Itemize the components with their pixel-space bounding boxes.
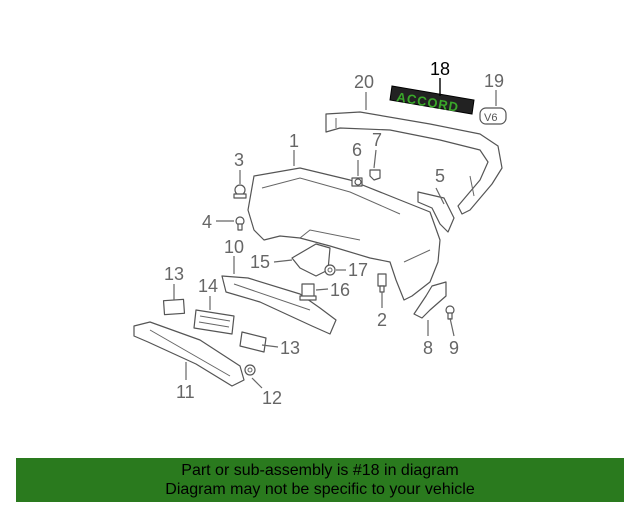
callout-20: 20 [354,72,374,92]
badge-v6: V6 [479,107,507,125]
badge-text: V6 [484,112,497,124]
clip-2 [377,273,387,293]
callout-19: 19 [484,71,504,91]
callout-4: 4 [202,212,212,232]
nut-12 [244,364,256,376]
bolt-6 [351,177,363,187]
callout-8: 8 [423,338,433,358]
callout-10: 10 [224,237,244,257]
callout-1: 1 [289,131,299,151]
lower-bracket [221,275,337,335]
callout-5: 5 [435,166,445,186]
callout-9: 9 [449,338,459,358]
callout-6: 6 [352,140,362,160]
reinforcement-beam [325,111,503,215]
callout-3: 3 [234,150,244,170]
side-bracket [417,191,455,233]
callout-13-lower: 13 [280,338,300,358]
spacer-lower [239,331,267,353]
small-bracket [291,243,331,277]
emblem-accord: ACCORD [389,85,475,115]
clip-16 [299,283,317,301]
callout-12: 12 [262,388,282,408]
callout-13-upper: 13 [164,264,184,284]
callout-16: 16 [330,280,350,300]
callout-18: 18 [430,59,450,79]
bumper-face [247,167,441,301]
lower-side-piece [413,281,447,319]
banner-line-1: Part or sub-assembly is #18 in diagram [181,462,459,479]
grille-pad [193,309,235,335]
banner-line-2: Diagram may not be specific to your vehi… [165,481,475,498]
parts-diagram: ACCORD V6 1 2 3 4 5 6 7 8 9 10 11 12 13 … [133,59,507,408]
screw-9 [445,305,455,320]
callout-11: 11 [176,382,195,402]
callout-15: 15 [250,252,270,272]
callout-17: 17 [348,260,368,280]
callout-14: 14 [198,276,218,296]
clip-7 [369,169,381,181]
callout-7: 7 [372,130,382,150]
info-banner: Part or sub-assembly is #18 in diagram D… [16,458,624,502]
nut-17 [324,264,336,276]
callout-2: 2 [377,310,387,330]
screw-4 [235,216,245,231]
spacer-upper [162,298,186,316]
lower-stay [133,321,245,387]
clip-3 [233,184,247,199]
